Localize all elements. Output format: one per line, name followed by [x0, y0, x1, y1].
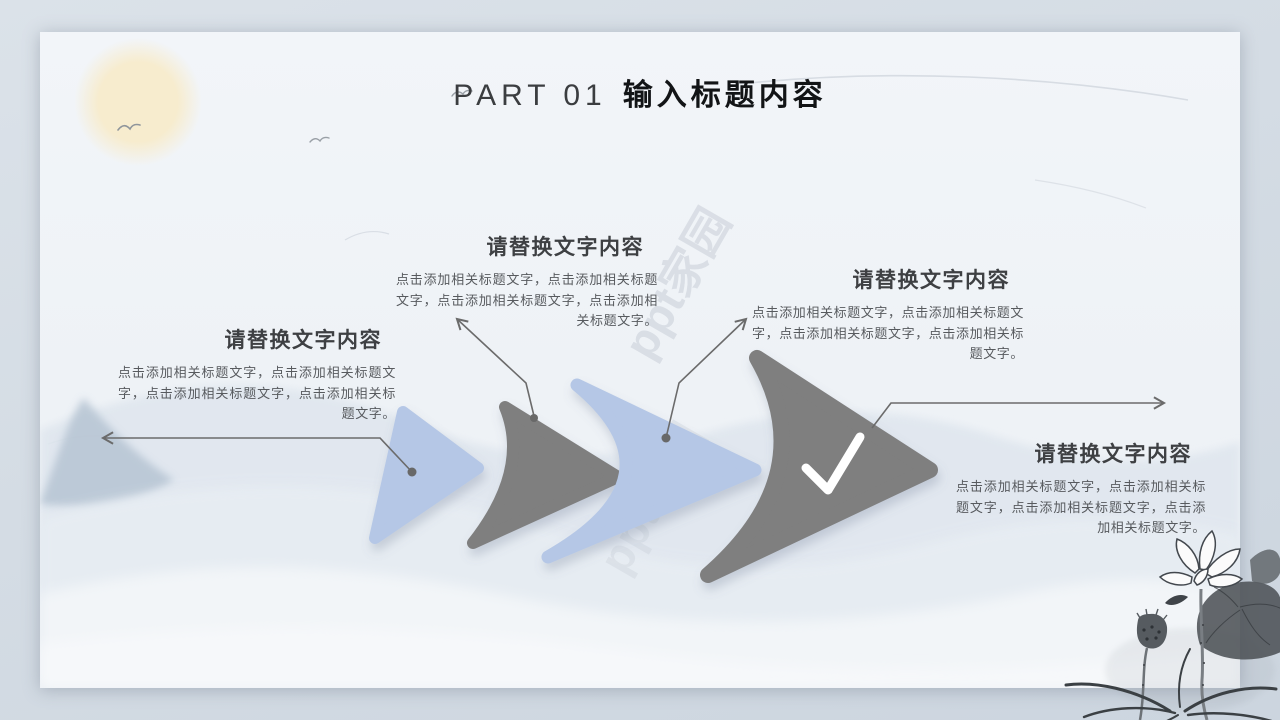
step-2-textblock: 请替换文字内容 点击添加相关标题文字，点击添加相关标题文字，点击添加相关标题文字… [396, 231, 658, 332]
decorative-swoosh [739, 74, 1189, 101]
lotus-ink-illustration [1064, 529, 1280, 720]
step-3-heading: 请替换文字内容 [852, 269, 1010, 292]
lotus-leaf [1196, 581, 1280, 660]
connector-dots [407, 414, 671, 477]
step-4-arrow [700, 350, 938, 583]
connector-step-1 [100, 431, 413, 473]
connector-step-2 [455, 317, 535, 417]
sun [74, 38, 202, 166]
step-4-heading: 请替换文字内容 [1034, 443, 1192, 466]
part-number: PART 01 [453, 79, 607, 112]
leader-lines [100, 317, 1167, 473]
step-4-description: 点击添加相关标题文字，点击添加相关标题文字，点击添加相关标题文字，点击添加相关标… [956, 479, 1206, 535]
step-1-description: 点击添加相关标题文字，点击添加相关标题文字，点击添加相关标题文字，点击添加相关标… [118, 365, 396, 421]
lotus-stem [1199, 588, 1209, 720]
slide-title: PART 01 输入标题内容 [40, 70, 1240, 114]
lotus-leaf [1250, 549, 1280, 584]
mountain-layers [40, 385, 1240, 688]
lotus-stem [1138, 647, 1149, 720]
decorative-swoosh [1034, 179, 1147, 209]
page-title: 输入标题内容 [622, 79, 827, 112]
check-icon [801, 432, 865, 495]
bird-icon [451, 89, 473, 97]
decorative-swoosh [344, 230, 390, 241]
lotus-flower [1158, 529, 1244, 588]
leaf-veins [1205, 586, 1280, 646]
step-1-textblock: 请替换文字内容 点击添加相关标题文字，点击添加相关标题文字，点击添加相关标题文字… [118, 324, 396, 425]
step-1-heading: 请替换文字内容 [224, 329, 382, 352]
bird-icon [309, 136, 330, 143]
step-3-description: 点击添加相关标题文字，点击添加相关标题文字，点击添加相关标题文字，点击添加相关标… [752, 305, 1025, 361]
step-3-textblock: 请替换文字内容 点击添加相关标题文字，点击添加相关标题文字，点击添加相关标题文字… [752, 264, 1024, 365]
connector-step-4 [871, 396, 1167, 429]
stem-specks [1142, 624, 1205, 686]
lotus-sepal [1165, 595, 1188, 605]
step-2-arrow [467, 401, 624, 549]
step-3-arrow [541, 378, 762, 564]
bird-icon [117, 123, 141, 131]
step-2-heading: 请替换文字内容 [486, 236, 644, 259]
connector-step-3 [665, 317, 748, 439]
step-1-arrow [369, 406, 484, 544]
process-diagram [100, 317, 1167, 583]
grass-blades [1064, 648, 1278, 720]
step-4-textblock: 请替换文字内容 点击添加相关标题文字，点击添加相关标题文字，点击添加相关标题文字… [956, 438, 1206, 539]
lotus-seedpod [1136, 608, 1168, 649]
step-2-description: 点击添加相关标题文字，点击添加相关标题文字，点击添加相关标题文字，点击添加相关标… [396, 272, 658, 328]
